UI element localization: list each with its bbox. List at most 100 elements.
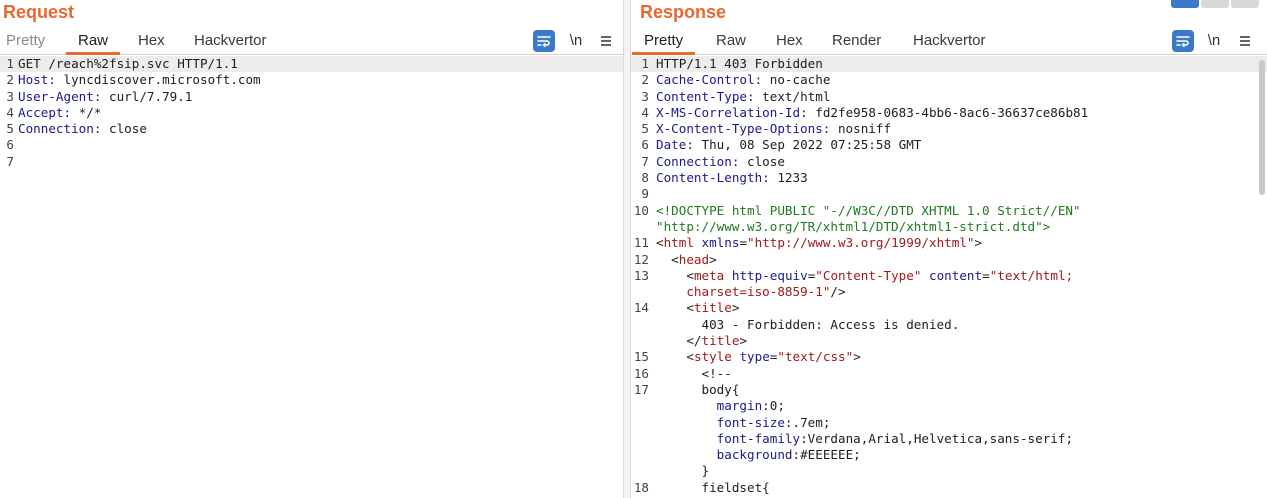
response-newline-toggle[interactable]: \n [1207,32,1221,49]
line-number: 4 [641,104,649,120]
code-line: 1 HTTP/1.1 403 Forbidden [631,56,1267,73]
css-value: Verdana,Arial,Helvetica,sans-serif [807,430,1066,446]
layout-split-icon[interactable] [1171,0,1199,8]
code-line: </title> [631,333,1267,349]
indent [656,398,717,413]
bracket: > [709,251,717,267]
request-tab-hackvertor[interactable]: Hackvertor [194,32,267,49]
code-line: 11<html xmlns="http://www.w3.org/1999/xh… [631,235,1267,251]
code-line: 12 <head> [631,252,1267,268]
line-text: <title> [656,300,739,316]
header-value: Thu, 08 Sep 2022 07:25:58 GMT [693,137,922,153]
code-line: 10<!DOCTYPE html PUBLIC "-//W3C//DTD XHT… [631,203,1267,219]
line-text: charset=iso-8859-1"/> [656,284,846,300]
text: GET /reach%2fsip.svc HTTP/1.1 [18,56,238,71]
equals: = [739,235,748,251]
tag-name: head [678,251,710,267]
indent [656,431,717,446]
header-name: Connection: [18,121,102,137]
css-property: font-family [716,430,801,446]
header-name: Host: [18,72,56,88]
text: HTTP/1.1 403 Forbidden [656,56,823,71]
line-number: 2 [6,72,14,88]
header-value: curl/7.79.1 [101,88,193,104]
header-value: close [101,121,147,137]
line-text: GET /reach%2fsip.svc HTTP/1.1 [18,56,238,72]
header-name: X-MS-Correlation-Id: [656,104,808,120]
response-tab-hackvertor[interactable]: Hackvertor [913,32,986,49]
attr-value: "http://www.w3.org/1999/xhtml" [747,235,975,251]
layout-horizontal-icon[interactable] [1201,0,1229,8]
css-value: 0 [769,398,778,414]
line-text: 403 - Forbidden: Access is denied. [656,317,960,333]
response-tab-raw[interactable]: Raw [716,32,747,49]
code-line: font-size:.7em; [631,415,1267,431]
request-tab-raw[interactable]: Raw [65,28,121,55]
line-text: Content-Type: text/html [656,89,830,105]
attr-name: type [731,349,770,365]
header-name: X-Content-Type-Options: [656,121,831,137]
header-name: Content-Type: [656,88,755,104]
header-value: 1233 [769,170,808,186]
response-tab-render[interactable]: Render [832,32,882,49]
line-text: Host: lyncdiscover.microsoft.com [18,72,261,88]
attr-name: content [921,267,983,283]
request-wrap-lines-button[interactable] [533,30,555,52]
line-number: 8 [641,170,649,186]
line-text: User-Agent: curl/7.79.1 [18,89,192,105]
response-tabbar: Pretty Raw Hex Render Hackvertor \n [631,28,1267,55]
menu-icon [1240,36,1250,46]
request-title: Request [3,2,75,22]
line-number: 10 [633,202,649,218]
line-number: 1 [641,56,649,71]
line-text: </title> [656,333,747,349]
line-text: X-Content-Type-Options: nosniff [656,121,891,137]
tag-name: title [701,333,740,349]
bracket: < [686,349,694,365]
response-tab-pretty[interactable]: Pretty [631,28,696,55]
response-tab-hex[interactable]: Hex [776,32,803,49]
line-text: Date: Thu, 08 Sep 2022 07:25:58 GMT [656,137,921,153]
request-tab-hex[interactable]: Hex [138,32,165,49]
code-line: margin:0; [631,398,1267,414]
tag-name: title [693,300,732,316]
css-property: margin [716,398,763,414]
pane-divider[interactable] [623,0,631,498]
line-text: Cache-Control: no-cache [656,72,830,88]
line-text: Accept: */* [18,105,101,121]
bracket: > [853,349,861,365]
layout-vertical-icon[interactable] [1231,0,1259,8]
code-line: charset=iso-8859-1"/> [631,284,1267,300]
response-wrap-lines-button[interactable] [1172,30,1194,52]
request-menu-button[interactable] [597,30,615,52]
response-menu-button[interactable] [1236,30,1254,52]
header-name: Content-Length: [656,170,770,186]
header-value: no-cache [762,72,831,88]
bracket: /> [830,284,846,300]
response-pane: Response Pretty Raw Hex Render Hackverto… [631,0,1267,498]
header-name: Cache-Control: [656,72,763,88]
line-text: Connection: close [18,121,147,137]
code-line: 18 fieldset{ [631,480,1267,496]
bracket: > [974,235,983,251]
tag-name: style [693,349,732,365]
indent [656,415,717,430]
request-tab-pretty[interactable]: Pretty [6,32,46,49]
line-number: 6 [6,137,14,153]
bracket: < [656,235,664,251]
wrap-lines-icon [537,36,551,48]
text: body{ [701,381,740,397]
indent [656,268,686,283]
response-scrollbar[interactable] [1259,60,1265,195]
attr-name: http-equiv [724,267,808,283]
request-newline-toggle[interactable]: \n [569,32,583,49]
line-text: HTTP/1.1 403 Forbidden [656,56,823,72]
